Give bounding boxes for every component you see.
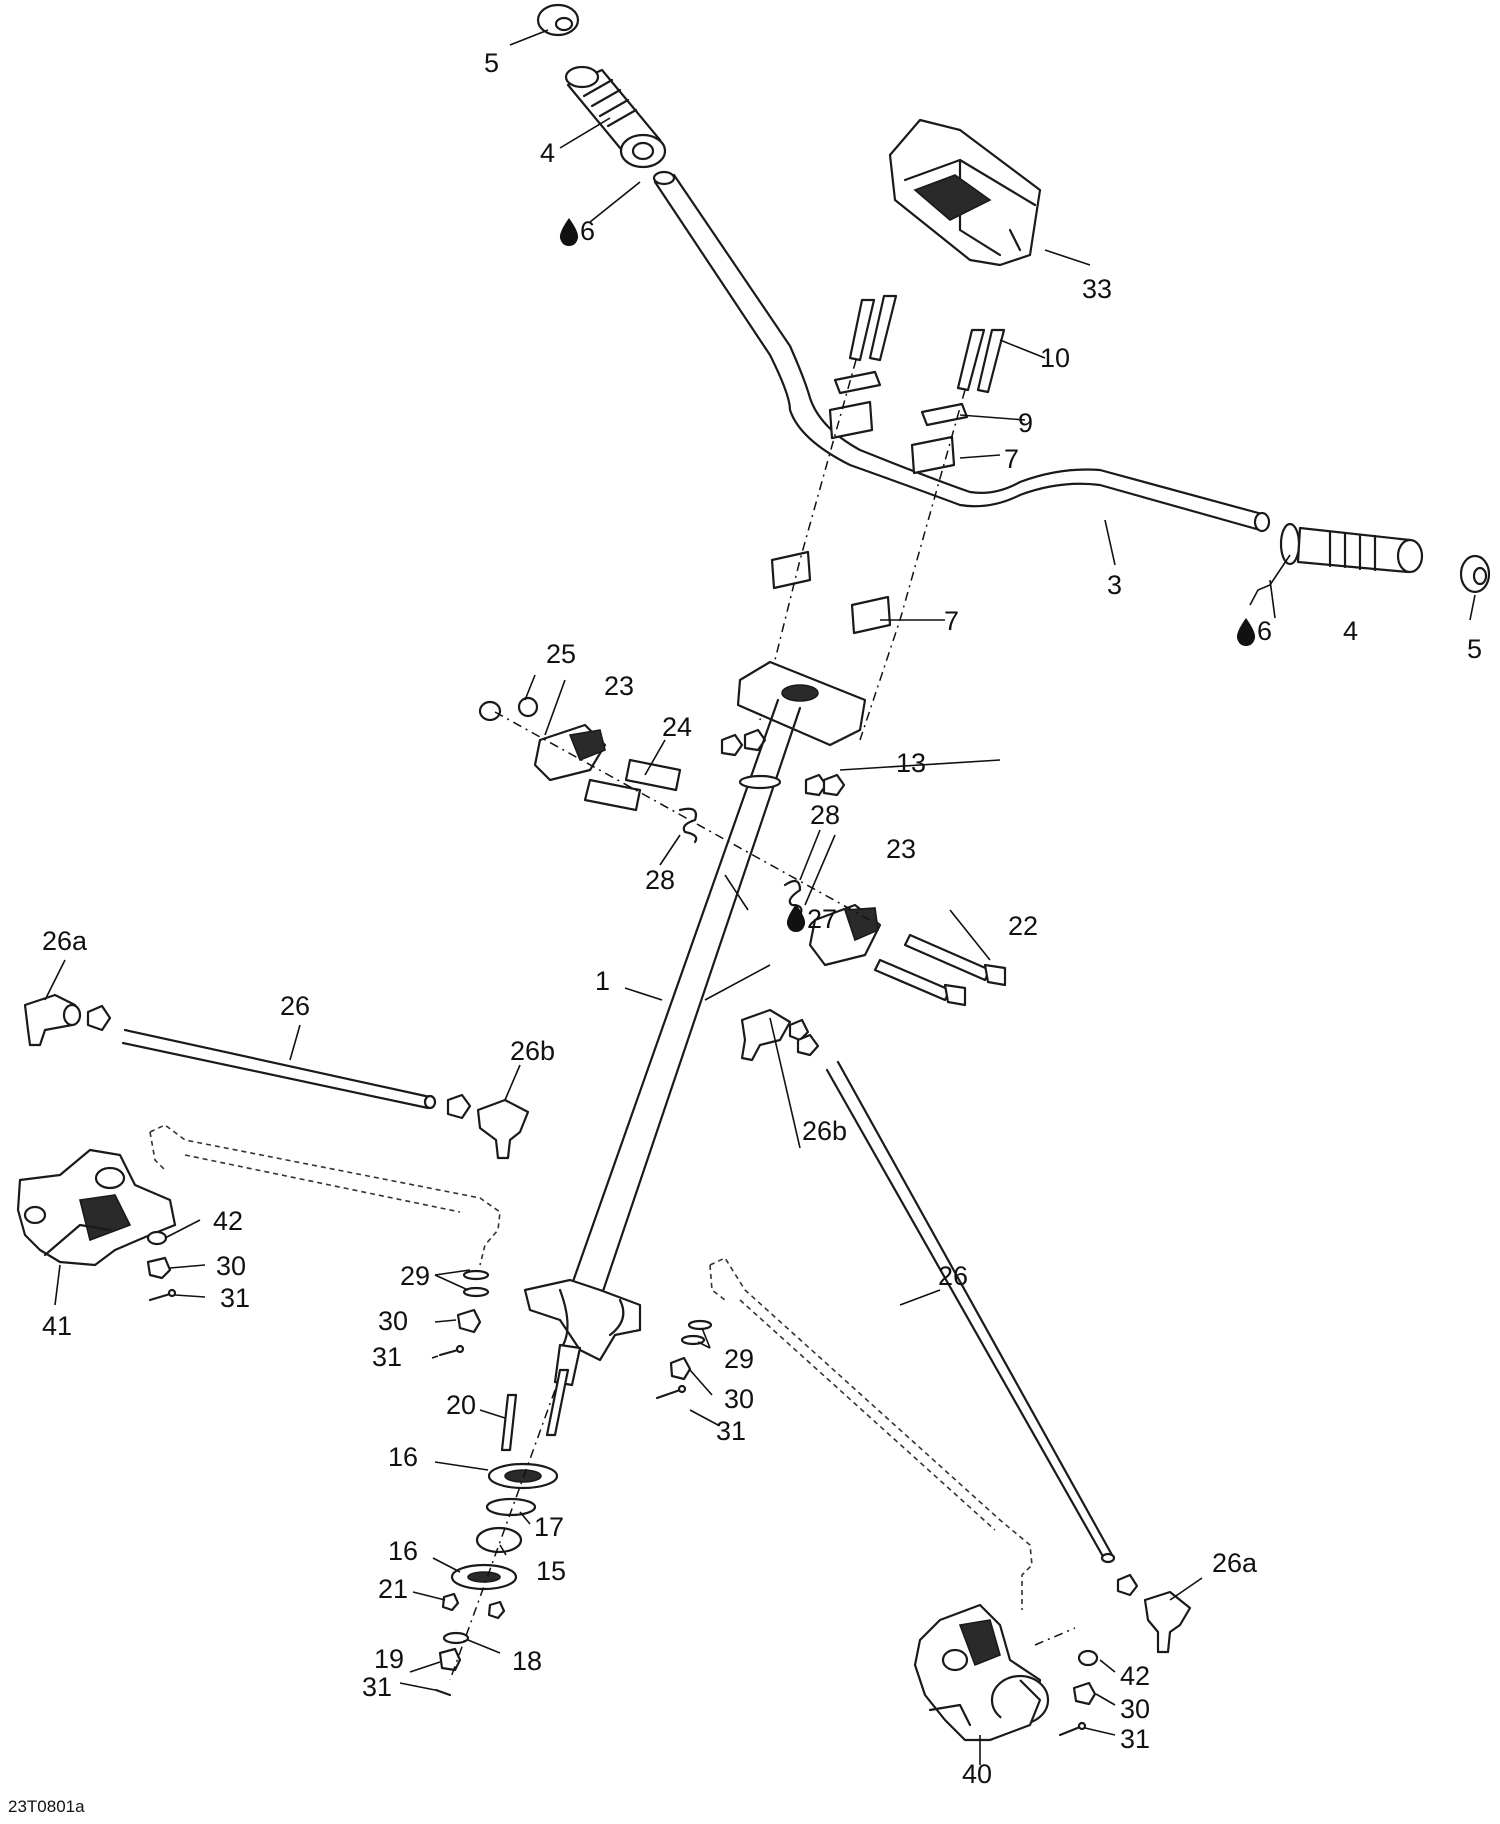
- callout-24: 24: [662, 712, 692, 742]
- steering-column: [523, 698, 802, 1387]
- right-knuckle-hardware: [1058, 1649, 1099, 1737]
- callout-22: 22: [1008, 911, 1038, 941]
- left-grip: [564, 65, 667, 169]
- right-grip: [1279, 522, 1424, 574]
- callout-18: 18: [512, 1646, 542, 1676]
- support-bolts: [873, 933, 1007, 1007]
- callout-23: 23: [604, 671, 634, 701]
- callout-15: 15: [536, 1556, 566, 1586]
- callout-6: 6: [1257, 616, 1272, 646]
- oil-drop-icon: [559, 218, 579, 246]
- callout-31: 31: [1120, 1724, 1150, 1754]
- callout-30: 30: [378, 1306, 408, 1336]
- lower-bearing-stack: [434, 1368, 570, 1697]
- callout-26: 26: [280, 991, 310, 1021]
- callout-40: 40: [962, 1759, 992, 1789]
- callout-16: 16: [388, 1536, 418, 1566]
- center-hardware: [438, 1269, 490, 1357]
- callout-30: 30: [216, 1251, 246, 1281]
- drawing-code: 23T0801a: [8, 1797, 85, 1816]
- callout-29: 29: [400, 1261, 430, 1291]
- callout-31: 31: [716, 1416, 746, 1446]
- callout-29: 29: [724, 1344, 754, 1374]
- nuts-13: [720, 728, 846, 797]
- callout-6: 6: [580, 216, 595, 246]
- mounting-plate: [736, 660, 867, 747]
- callout-31: 31: [362, 1672, 392, 1702]
- bushings: [583, 758, 682, 812]
- callout-27: 27: [807, 904, 837, 934]
- callout-30: 30: [724, 1384, 754, 1414]
- handlebar: [652, 170, 1271, 533]
- callout-4: 4: [540, 138, 555, 168]
- left-tie-rod: [23, 993, 530, 1160]
- callout-7: 7: [944, 606, 959, 636]
- right-knuckle: [913, 1603, 1050, 1742]
- callout-1: 1: [595, 966, 610, 996]
- left-bar-end: [536, 3, 580, 37]
- springs: [678, 807, 803, 917]
- callout-19: 19: [374, 1644, 404, 1674]
- clamp-bolts: [848, 294, 1006, 394]
- callout-21: 21: [378, 1574, 408, 1604]
- callout-23: 23: [886, 834, 916, 864]
- callout-30: 30: [1120, 1694, 1150, 1724]
- callout-26b: 26b: [510, 1036, 555, 1066]
- callout-25: 25: [546, 639, 576, 669]
- callout-5: 5: [484, 48, 499, 78]
- callout-10: 10: [1040, 343, 1070, 373]
- callout-26a: 26a: [42, 926, 88, 956]
- oil-drop-icon: [786, 904, 806, 932]
- right-tie-rod-phantom: [709, 1256, 1033, 1610]
- callout-20: 20: [446, 1390, 476, 1420]
- callout-31: 31: [372, 1342, 402, 1372]
- callout-labels: 5 4 6 33 10 9 7 3 6 4 5 7 25 23 24 13 28…: [42, 48, 1482, 1789]
- callout-33: 33: [1082, 274, 1112, 304]
- callout-26: 26: [938, 1261, 968, 1291]
- callout-28: 28: [810, 800, 840, 830]
- callout-13: 13: [896, 748, 926, 778]
- callout-41: 41: [42, 1311, 72, 1341]
- left-knuckle-hardware: [146, 1230, 177, 1302]
- callout-28: 28: [645, 865, 675, 895]
- callout-3: 3: [1107, 570, 1122, 600]
- oil-drop-icon: [1236, 618, 1256, 646]
- handlebar-pad: [888, 118, 1042, 267]
- left-knuckle: [16, 1148, 177, 1267]
- callout-17: 17: [534, 1512, 564, 1542]
- right-support: [808, 903, 882, 967]
- callout-16: 16: [388, 1442, 418, 1472]
- right-tie-rod-hardware: [655, 1319, 713, 1400]
- callout-26a: 26a: [1212, 1548, 1258, 1578]
- callout-4: 4: [1343, 616, 1358, 646]
- callout-42: 42: [213, 1206, 243, 1236]
- callout-42: 42: [1120, 1661, 1150, 1691]
- right-tie-rod: [740, 1008, 1192, 1654]
- callout-31: 31: [220, 1283, 250, 1313]
- left-support: [478, 696, 607, 782]
- callout-9: 9: [1018, 408, 1033, 438]
- callout-5: 5: [1467, 634, 1482, 664]
- callout-26b: 26b: [802, 1116, 847, 1146]
- callout-7: 7: [1004, 444, 1019, 474]
- leader-lines: [44, 29, 1476, 1765]
- upper-clamps: [770, 370, 969, 635]
- left-tie-rod-phantom: [149, 1124, 501, 1266]
- right-bar-end: [1459, 554, 1491, 594]
